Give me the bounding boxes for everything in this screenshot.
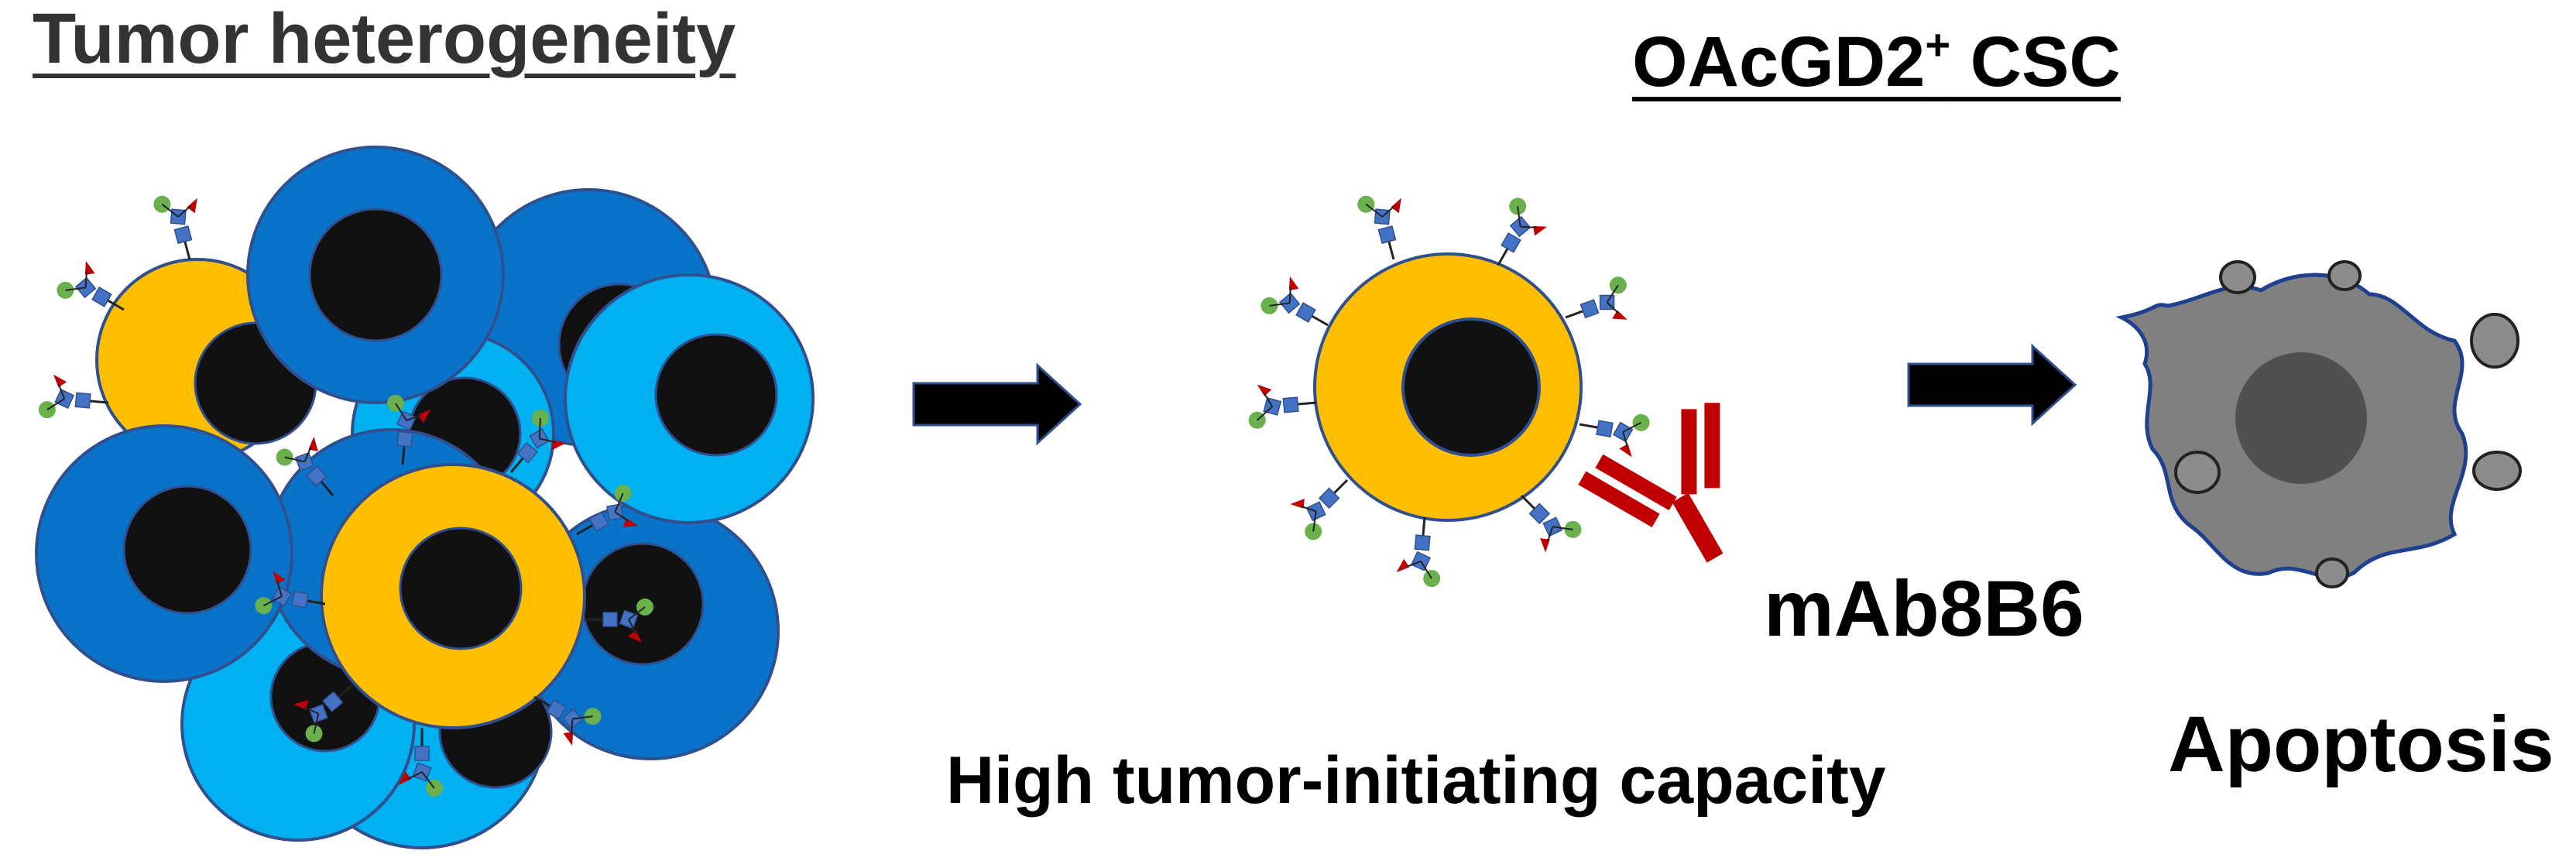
glycan-icon: [150, 185, 214, 266]
nucleus: [2235, 352, 2367, 484]
apoptotic-cell: [2115, 260, 2522, 588]
antibody-icon: [1578, 403, 1724, 563]
nucleus: [122, 485, 252, 615]
tumor-cluster: [35, 146, 815, 849]
capacity-label: High tumor-initiating capacity: [946, 743, 1886, 818]
apoptotic-body: [2327, 260, 2362, 291]
title-oacgd2-csc: OAcGD2+ CSC: [1632, 23, 2121, 98]
title-csc-tail: CSC: [1950, 22, 2121, 101]
nucleus: [654, 333, 778, 457]
arrow-right-icon: [1907, 343, 2077, 427]
title-oacgd2-main: OAcGD2: [1632, 22, 1926, 101]
csc-cell: [1244, 185, 1652, 589]
nucleus: [399, 527, 523, 650]
apoptosis-label: Apoptosis: [2168, 700, 2554, 788]
glycan-icon: [1354, 185, 1418, 266]
nucleus: [1401, 317, 1541, 457]
nucleus: [308, 208, 443, 342]
apoptotic-body: [2174, 451, 2221, 494]
glycan-icon: [1574, 402, 1652, 461]
arrow-right-icon: [912, 362, 1082, 446]
title-oacgd2-superscript: +: [1925, 20, 1951, 69]
antibody-label: mAb8B6: [1764, 564, 2084, 653]
glycan-icon: [1244, 378, 1319, 431]
apoptotic-body: [2470, 313, 2519, 369]
glycan-icon: [1557, 273, 1640, 341]
apoptotic-body: [2472, 451, 2522, 491]
glycan-icon: [1394, 513, 1447, 589]
title-tumor-heterogeneity: Tumor heterogeneity: [33, 0, 736, 78]
apoptotic-body: [2315, 557, 2349, 588]
apoptotic-body: [2219, 260, 2256, 294]
